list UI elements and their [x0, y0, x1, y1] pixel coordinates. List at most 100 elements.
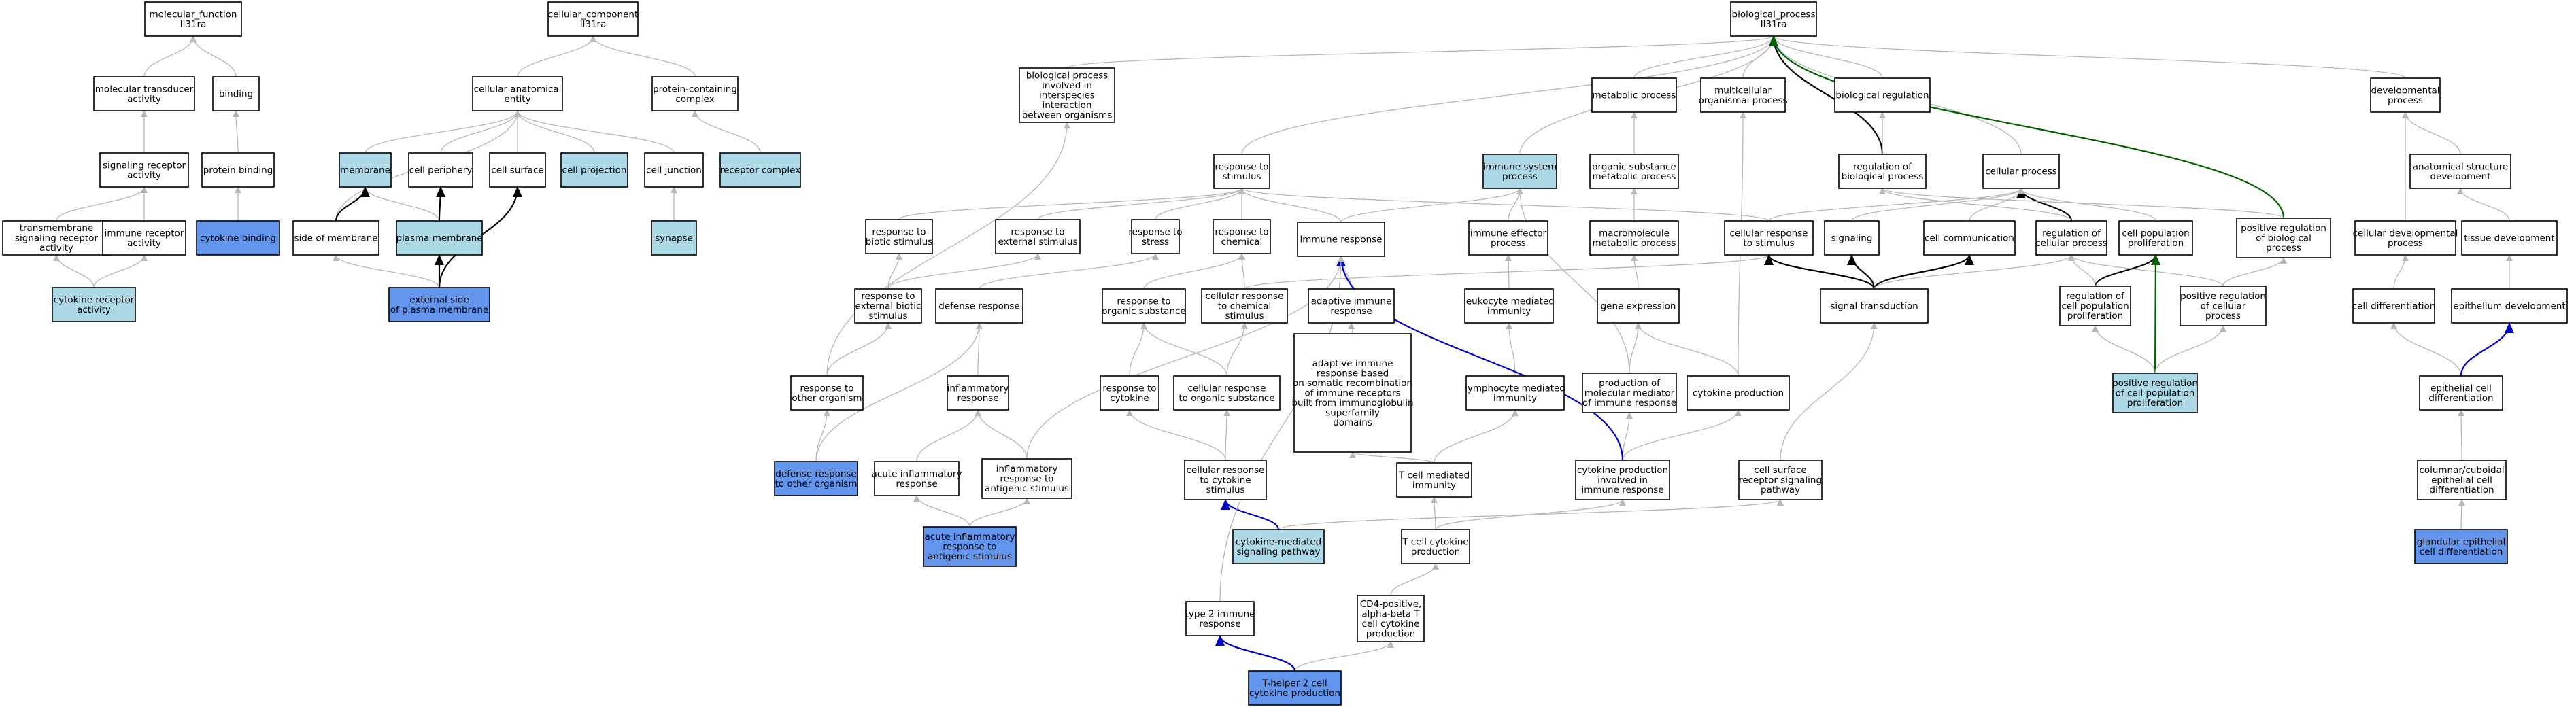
node-cellproc[interactable]: cellular process: [1982, 154, 2060, 189]
node-label-line: activity: [127, 170, 161, 181]
node-tissdev[interactable]: tissue development: [2461, 220, 2558, 256]
node-cellper[interactable]: cell periphery: [408, 152, 473, 188]
node-binding[interactable]: binding: [212, 76, 260, 111]
node-label-line: adaptive immune: [1311, 296, 1392, 307]
node-synapse[interactable]: synapse: [651, 220, 697, 256]
node-metab[interactable]: metabolic process: [1591, 77, 1677, 113]
node-bioreg[interactable]: biological regulation: [1834, 77, 1931, 113]
node-signaling[interactable]: signaling: [1824, 220, 1880, 256]
node-cellproj[interactable]: cell projection: [560, 152, 628, 188]
node-label-line: stimulus: [1222, 171, 1261, 182]
node-label-line: response to: [1128, 226, 1182, 237]
node-label-line: cytokine production: [1249, 688, 1340, 699]
node-epidev[interactable]: epithelium development: [2451, 288, 2568, 324]
node-sideofmem[interactable]: side of membrane: [292, 220, 379, 256]
node-cellcomm[interactable]: cell communication: [1923, 220, 2016, 256]
node-box: [2180, 286, 2267, 326]
node-label-line: leukocyte mediated: [1463, 296, 1555, 307]
node-protbind[interactable]: protein binding: [201, 152, 275, 188]
node-celljunc[interactable]: cell junction: [644, 152, 704, 188]
node-box: [1468, 220, 1548, 256]
node-box: [2419, 375, 2503, 411]
node-cytprod[interactable]: cytokine production: [1687, 375, 1790, 411]
node-label-line: proliferation: [2128, 238, 2184, 249]
node-defresp[interactable]: defense response: [935, 288, 1023, 324]
edge-tcellimm-to-airsom: [1349, 451, 1435, 464]
node-geneexp[interactable]: gene expression: [1597, 288, 1680, 324]
node-label-line: superfamily: [1325, 408, 1380, 419]
node-cellsurf[interactable]: cell surface: [489, 152, 546, 188]
node-label-line: defense response: [775, 468, 856, 479]
node-membrane[interactable]: membrane: [339, 152, 392, 188]
node-label-line: cell junction: [646, 165, 702, 176]
node-plasmamem[interactable]: plasma membrane: [396, 220, 483, 256]
node-sigtrans[interactable]: signal transduction: [1820, 288, 1929, 324]
node-celldiff[interactable]: cell differentiation: [2352, 288, 2436, 324]
node-immresp[interactable]: immune response: [1297, 222, 1385, 257]
node-reccomp[interactable]: receptor complex: [719, 152, 801, 188]
node-cytbind[interactable]: cytokine binding: [196, 220, 280, 256]
